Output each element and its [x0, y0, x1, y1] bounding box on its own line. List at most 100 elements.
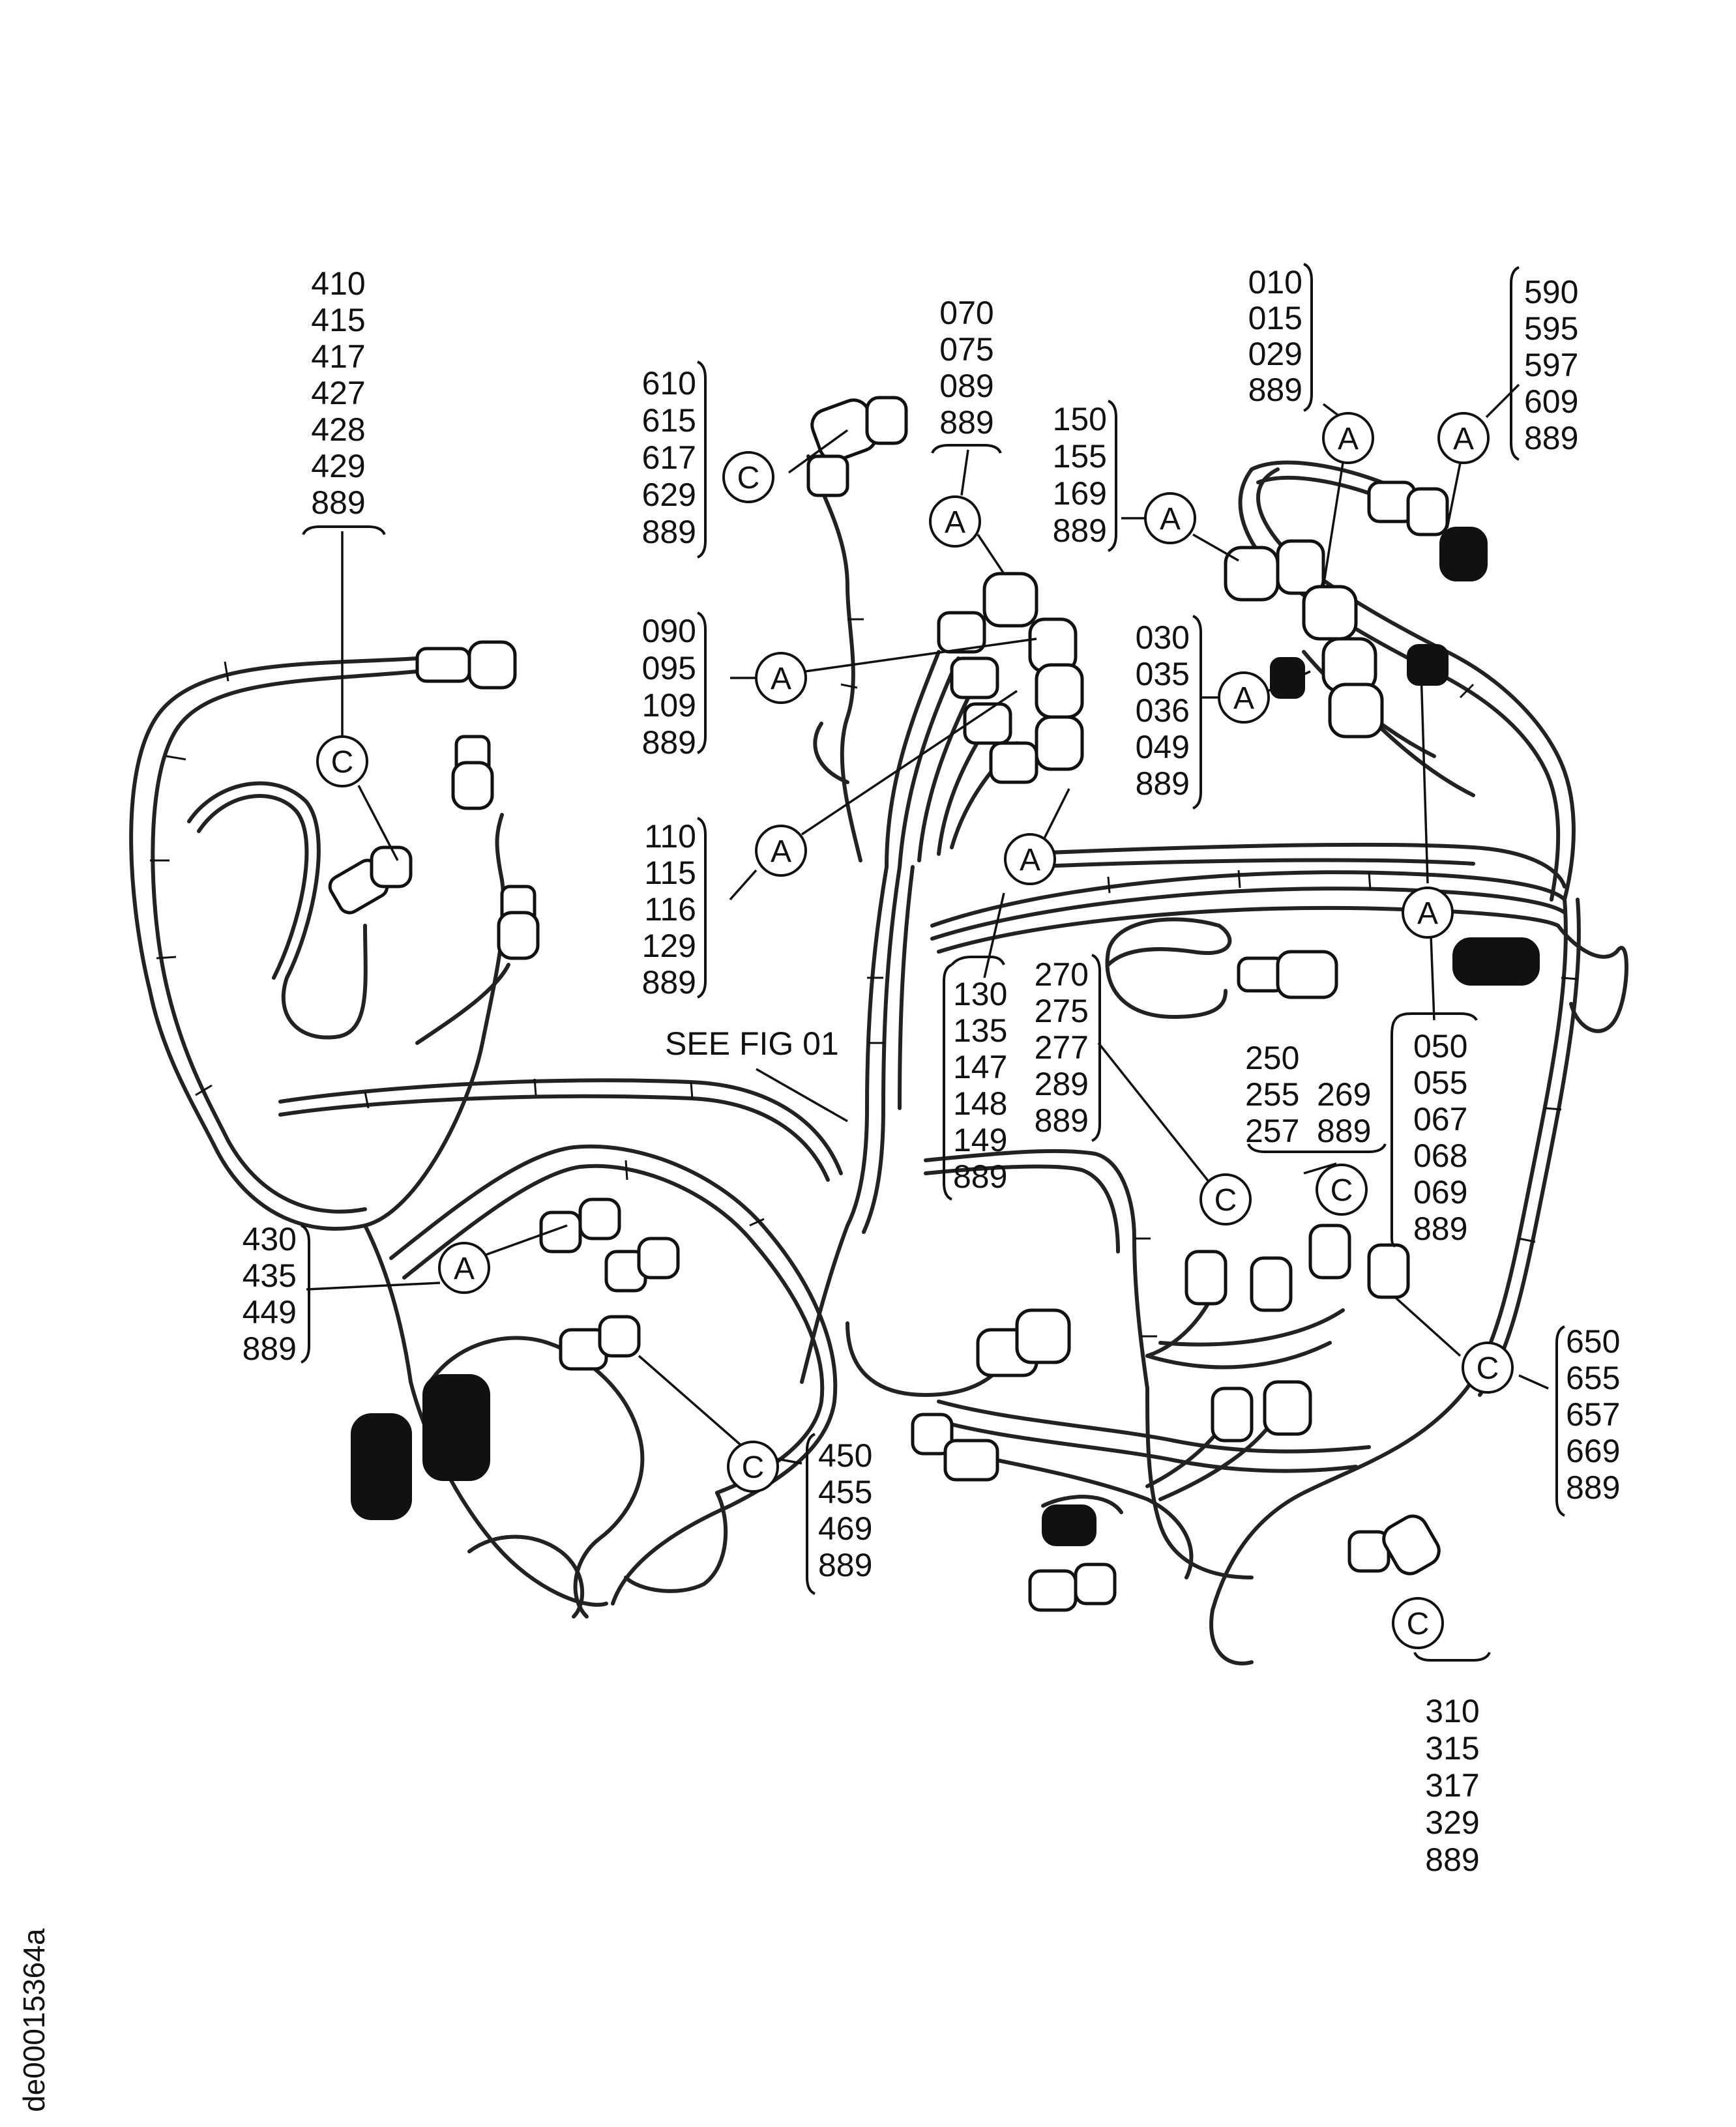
svg-text:310: 310 — [1425, 1693, 1479, 1729]
svg-text:C: C — [331, 745, 354, 780]
svg-text:095: 095 — [642, 650, 696, 686]
svg-text:250: 250 — [1245, 1040, 1299, 1076]
svg-text:A: A — [771, 834, 791, 869]
svg-text:889: 889 — [1317, 1113, 1371, 1149]
part-list-090: 090 095 109 889 — [642, 613, 696, 761]
svg-text:415: 415 — [311, 302, 365, 338]
svg-text:455: 455 — [818, 1474, 872, 1510]
part-list-050: 050 055 067 068 069 889 — [1413, 1028, 1467, 1247]
harness-artwork — [129, 396, 1628, 1665]
bubble-590: A — [1437, 412, 1490, 464]
part-list-250: 250 255 257 269 889 — [1245, 1040, 1371, 1149]
svg-text:A: A — [454, 1252, 475, 1286]
svg-text:450: 450 — [818, 1437, 872, 1474]
svg-text:067: 067 — [1413, 1101, 1467, 1137]
svg-text:889: 889 — [1053, 512, 1107, 549]
svg-text:889: 889 — [642, 724, 696, 761]
svg-text:889: 889 — [953, 1158, 1007, 1195]
svg-text:036: 036 — [1136, 692, 1190, 729]
svg-text:015: 015 — [1248, 300, 1302, 336]
svg-text:A: A — [945, 505, 965, 540]
bubble-450: C — [727, 1441, 779, 1493]
part-list-410: 410 415 417 427 428 429 889 — [311, 265, 365, 521]
part-list-590: 590 595 597 609 889 — [1524, 274, 1578, 456]
svg-text:275: 275 — [1035, 993, 1089, 1029]
svg-text:148: 148 — [953, 1085, 1007, 1122]
svg-text:889: 889 — [1566, 1469, 1620, 1506]
svg-text:150: 150 — [1053, 401, 1107, 437]
svg-text:889: 889 — [642, 514, 696, 550]
part-list-070: 070 075 089 889 — [939, 295, 993, 441]
svg-text:595: 595 — [1524, 310, 1578, 347]
svg-text:889: 889 — [939, 404, 993, 441]
svg-text:315: 315 — [1425, 1730, 1479, 1767]
bubble-110: A — [755, 825, 807, 877]
svg-text:428: 428 — [311, 411, 365, 448]
svg-text:029: 029 — [1248, 336, 1302, 372]
part-number-lists: 410 415 417 427 428 429 889 610 615 617 … — [243, 264, 1621, 1878]
svg-text:889: 889 — [311, 484, 365, 521]
bubble-410: C — [316, 735, 368, 787]
part-list-130: 130 135 147 148 149 889 — [953, 976, 1007, 1195]
svg-text:109: 109 — [642, 687, 696, 724]
bubble-050: A — [1402, 887, 1454, 939]
bubble-610: C — [722, 451, 774, 503]
svg-text:655: 655 — [1566, 1360, 1620, 1396]
brackets — [301, 263, 1565, 1662]
svg-text:A: A — [1338, 422, 1359, 456]
svg-text:417: 417 — [311, 338, 365, 375]
svg-text:A: A — [1233, 681, 1254, 716]
svg-text:597: 597 — [1524, 347, 1578, 383]
svg-text:609: 609 — [1524, 383, 1578, 420]
svg-text:010: 010 — [1248, 264, 1302, 301]
svg-text:110: 110 — [644, 818, 696, 855]
svg-text:889: 889 — [1136, 765, 1190, 802]
svg-text:289: 289 — [1035, 1066, 1089, 1102]
svg-text:617: 617 — [642, 439, 696, 476]
svg-text:329: 329 — [1425, 1804, 1479, 1841]
svg-text:135: 135 — [953, 1012, 1007, 1049]
svg-text:C: C — [1477, 1351, 1499, 1386]
svg-text:435: 435 — [243, 1257, 297, 1294]
svg-text:C: C — [742, 1450, 765, 1485]
svg-text:A: A — [1417, 896, 1438, 931]
part-list-150: 150 155 169 889 — [1053, 401, 1107, 549]
svg-text:889: 889 — [1035, 1102, 1089, 1139]
svg-text:629: 629 — [642, 477, 696, 513]
svg-text:A: A — [771, 662, 791, 696]
bubble-150: A — [1144, 492, 1196, 544]
svg-text:889: 889 — [1425, 1841, 1479, 1878]
bubble-090: A — [755, 652, 807, 704]
bubble-070: A — [929, 495, 981, 548]
part-list-310: 310 315 317 329 889 — [1425, 1693, 1479, 1878]
svg-text:590: 590 — [1524, 274, 1578, 310]
svg-text:169: 169 — [1053, 475, 1107, 512]
svg-text:116: 116 — [644, 891, 696, 928]
svg-text:615: 615 — [642, 402, 696, 439]
part-list-270: 270 275 277 289 889 — [1035, 956, 1089, 1139]
svg-text:255: 255 — [1245, 1076, 1299, 1113]
part-list-610: 610 615 617 629 889 — [642, 365, 696, 550]
svg-text:410: 410 — [311, 265, 365, 302]
svg-text:889: 889 — [1524, 420, 1578, 456]
callout-bubbles: C C A A A A A A A A C C A A C C C — [316, 412, 1514, 1649]
svg-text:068: 068 — [1413, 1137, 1467, 1174]
bubble-650: C — [1462, 1342, 1514, 1394]
part-list-030: 030 035 036 049 889 — [1136, 619, 1190, 802]
svg-text:149: 149 — [953, 1122, 1007, 1158]
svg-text:469: 469 — [818, 1510, 872, 1547]
svg-text:055: 055 — [1413, 1064, 1467, 1101]
svg-text:889: 889 — [243, 1330, 297, 1367]
bubble-130: A — [1004, 833, 1056, 885]
leader-lines — [306, 383, 1549, 1650]
svg-text:427: 427 — [311, 375, 365, 411]
svg-text:C: C — [737, 461, 760, 495]
svg-text:C: C — [1407, 1607, 1430, 1641]
svg-text:270: 270 — [1035, 956, 1089, 993]
svg-text:429: 429 — [311, 448, 365, 484]
svg-text:155: 155 — [1053, 438, 1107, 475]
figure-reference: de00015364a — [17, 1928, 51, 2112]
svg-text:317: 317 — [1425, 1767, 1479, 1804]
bubble-310: C — [1392, 1597, 1444, 1649]
